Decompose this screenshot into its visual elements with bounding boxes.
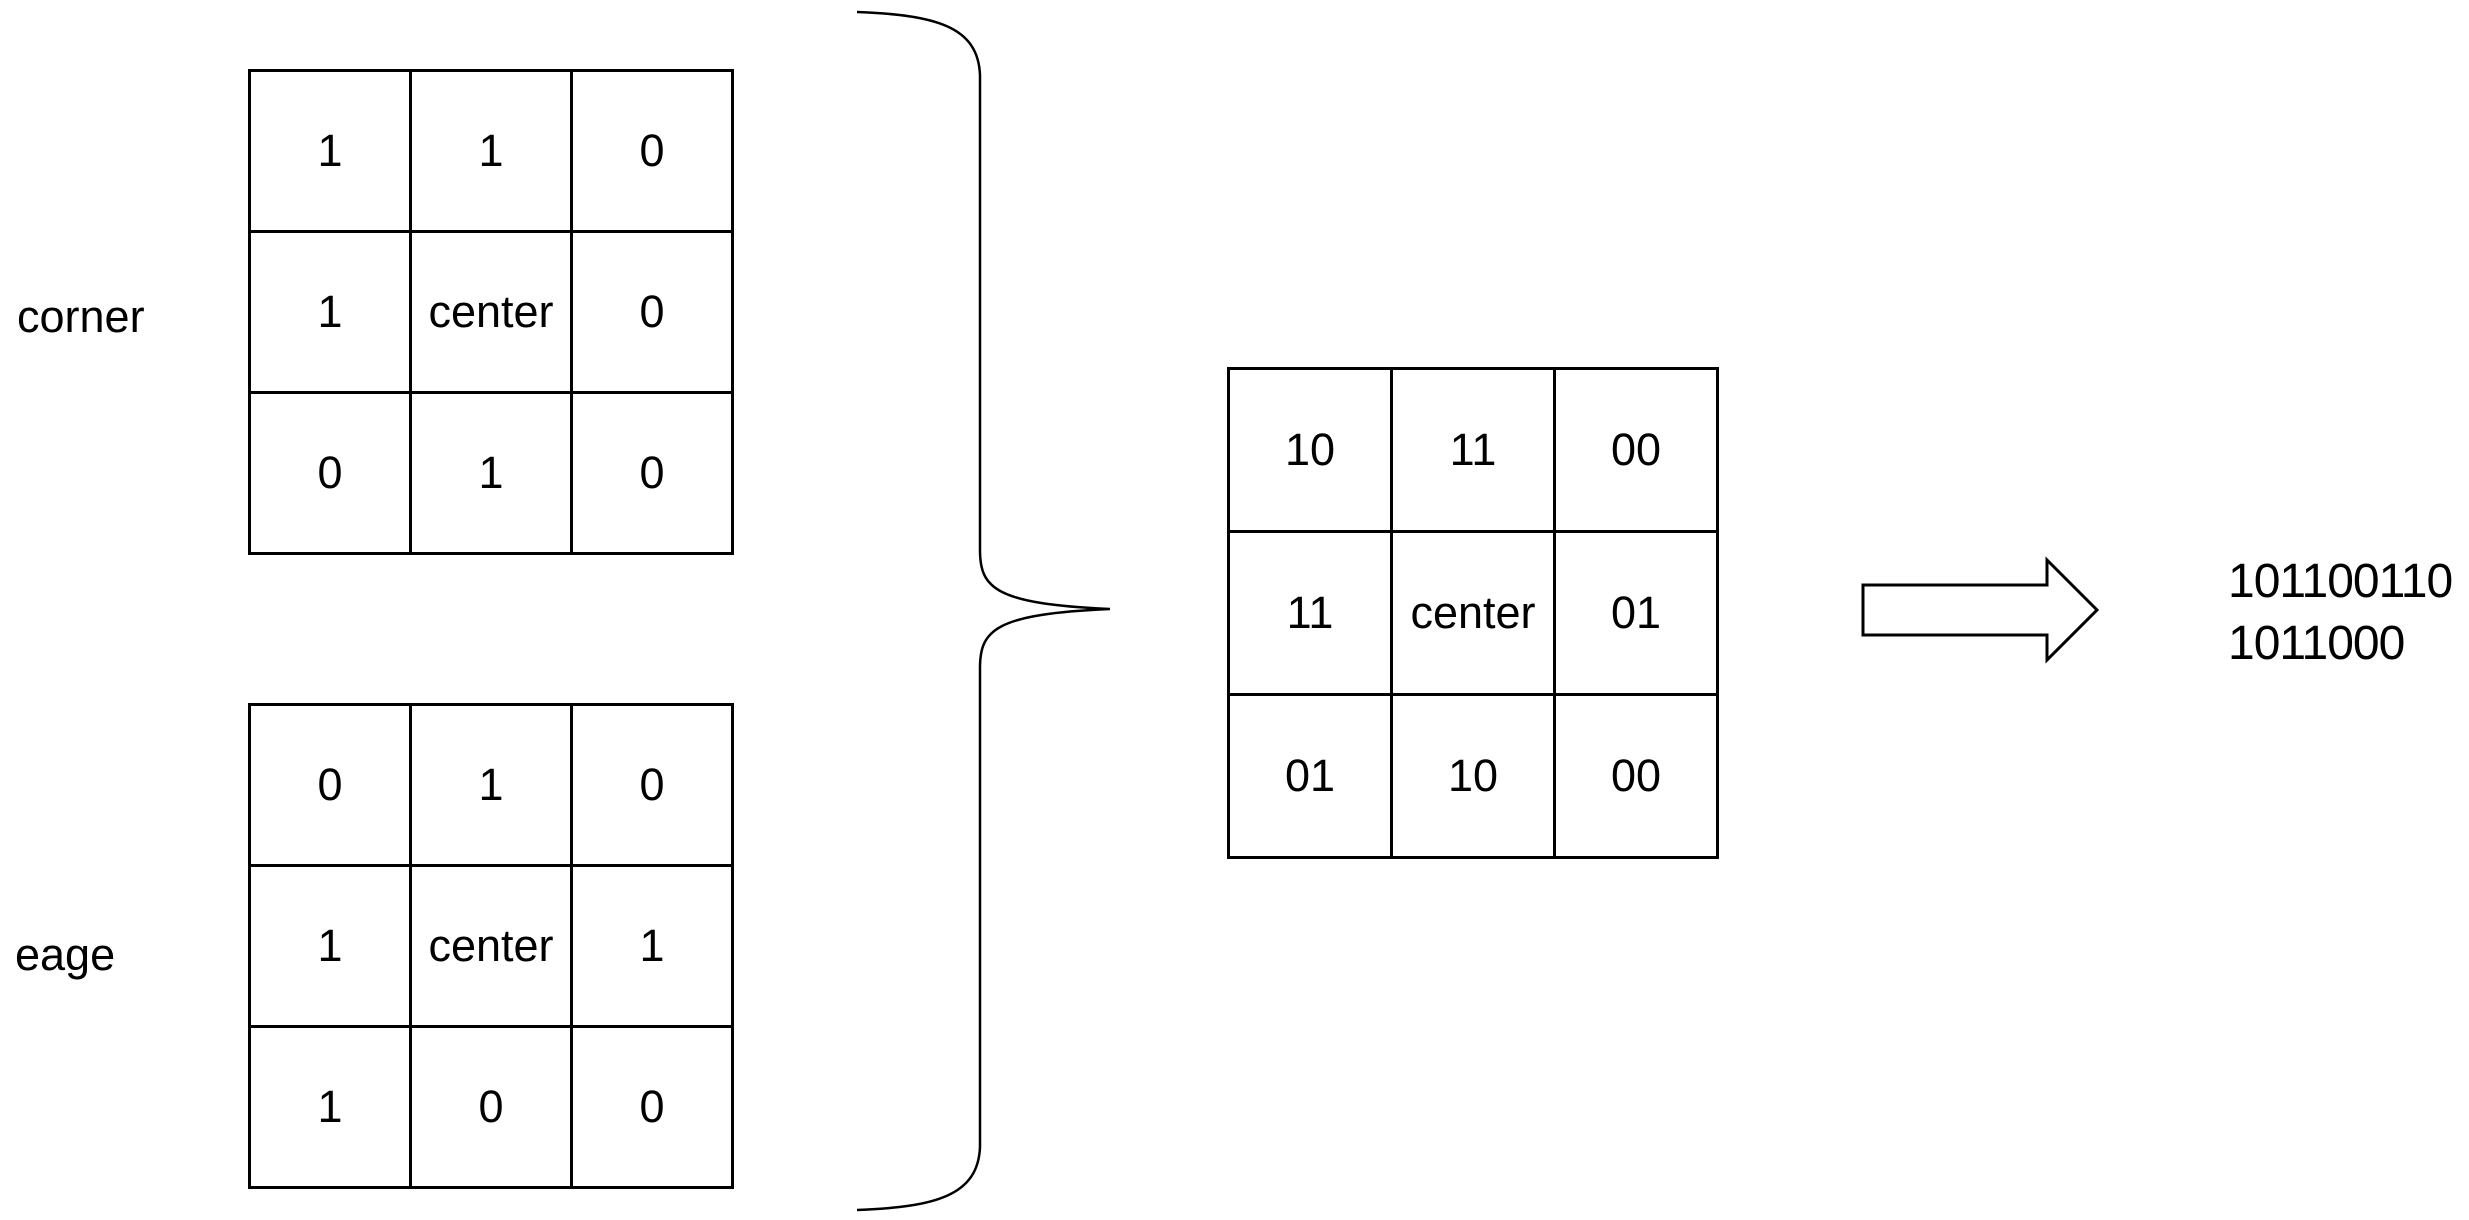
grid-cell: 01 <box>1227 693 1393 859</box>
binary-line: 1011000 <box>2228 617 2405 670</box>
grid-cell: 0 <box>409 1025 573 1189</box>
corner-kernel-label: corner <box>17 291 145 342</box>
curly-brace-icon <box>856 10 1111 1212</box>
corner-kernel-grid: 1 1 0 1 center 0 0 1 0 <box>248 69 734 555</box>
grid-cell: 0 <box>248 703 412 867</box>
grid-cell: 00 <box>1553 693 1719 859</box>
grid-cell: 10 <box>1227 367 1393 533</box>
grid-cell: 0 <box>570 703 734 867</box>
binary-line: 101100110 <box>2228 555 2453 608</box>
grid-cell: center <box>409 230 573 394</box>
grid-cell: 00 <box>1553 367 1719 533</box>
grid-cell: 1 <box>248 1025 412 1189</box>
grid-cell: 0 <box>570 69 734 233</box>
grid-cell: 01 <box>1553 530 1719 696</box>
grid-cell: center <box>1390 530 1556 696</box>
combined-code-grid: 10 11 00 11 center 01 01 10 00 <box>1227 367 1719 859</box>
grid-cell: 1 <box>570 864 734 1028</box>
grid-cell: 0 <box>570 1025 734 1189</box>
right-arrow-icon <box>1861 556 2100 664</box>
grid-cell: 11 <box>1390 367 1556 533</box>
grid-cell: 0 <box>248 391 412 555</box>
grid-cell: 1 <box>248 864 412 1028</box>
grid-cell: 0 <box>570 391 734 555</box>
grid-cell: 1 <box>248 230 412 394</box>
grid-cell: 1 <box>409 391 573 555</box>
grid-cell: 1 <box>248 69 412 233</box>
binary-output: 101100110 1011000 <box>2228 551 2453 675</box>
grid-cell: 1 <box>409 69 573 233</box>
grid-cell: 11 <box>1227 530 1393 696</box>
eage-kernel-grid: 0 1 0 1 center 1 1 0 0 <box>248 703 734 1189</box>
grid-cell: center <box>409 864 573 1028</box>
eage-kernel-label: eage <box>15 929 116 980</box>
grid-cell: 10 <box>1390 693 1556 859</box>
grid-cell: 1 <box>409 703 573 867</box>
grid-cell: 0 <box>570 230 734 394</box>
